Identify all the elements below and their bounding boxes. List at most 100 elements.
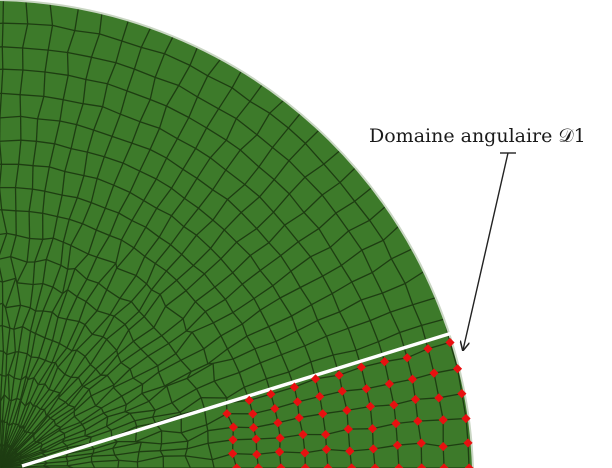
- mesh-node-marker: [429, 368, 439, 378]
- mesh-edge: [331, 281, 353, 295]
- mesh-edge: [16, 432, 32, 449]
- mesh-edge: [130, 301, 140, 312]
- mesh-edge: [90, 33, 101, 58]
- mesh-edge: [181, 253, 194, 266]
- mesh-edge: [161, 430, 182, 434]
- mesh-edge: [0, 141, 3, 165]
- mesh-edge: [54, 347, 68, 363]
- mesh-edge: [335, 200, 356, 214]
- mesh-edge: [6, 328, 11, 355]
- annotation-pointer: [463, 152, 516, 350]
- mesh-edge: [60, 242, 64, 266]
- mesh-edge: [399, 215, 423, 226]
- mesh-edge: [70, 244, 89, 255]
- mesh-edge: [318, 228, 331, 248]
- mesh-edge: [77, 197, 92, 204]
- mesh-edge: [77, 364, 91, 378]
- mesh-edge: [220, 241, 238, 260]
- mesh-edge: [36, 426, 61, 443]
- mesh-edge: [81, 368, 97, 386]
- mesh-edge: [66, 318, 80, 323]
- mesh-edge: [156, 187, 173, 209]
- mesh-edge: [35, 332, 46, 339]
- mesh-edge: [113, 184, 131, 193]
- mesh-edge: [341, 130, 358, 150]
- mesh-edge: [27, 377, 35, 381]
- mesh-edge: [6, 422, 14, 443]
- mesh-edge: [20, 442, 41, 457]
- mesh-edge: [6, 400, 12, 423]
- mesh-edge: [64, 373, 72, 378]
- mesh-edge: [168, 343, 177, 354]
- mesh-edge: [66, 268, 76, 291]
- mesh-edge: [42, 432, 65, 446]
- mesh-edge: [139, 170, 157, 180]
- mesh-edge: [68, 404, 76, 408]
- mesh-edge: [290, 315, 298, 332]
- mesh-edge: [20, 94, 44, 98]
- mesh-edge: [121, 383, 143, 397]
- mesh-edge: [455, 283, 467, 313]
- mesh-edge: [74, 388, 90, 408]
- mesh-edge: [210, 229, 225, 249]
- mesh-edge: [0, 93, 3, 118]
- mesh-edge: [196, 157, 211, 179]
- mesh-edge: [111, 113, 122, 137]
- mesh-edge: [142, 371, 159, 385]
- mesh-edge: [3, 376, 7, 395]
- mesh-edge: [212, 169, 227, 191]
- mesh-edge: [212, 363, 215, 382]
- mesh-edge: [204, 311, 214, 324]
- mesh-edge: [67, 289, 78, 298]
- mesh-edge: [249, 100, 271, 114]
- mesh-edge: [244, 184, 261, 198]
- mesh-edge: [241, 269, 261, 285]
- mesh-edge: [88, 389, 92, 397]
- mesh-edge: [149, 148, 167, 159]
- mesh-edge: [81, 424, 86, 431]
- mesh-edge: [151, 2, 159, 25]
- mesh-edge: [143, 294, 161, 317]
- mesh-edge: [165, 290, 187, 307]
- mesh-edge: [134, 416, 153, 422]
- mesh-edge: [121, 40, 142, 49]
- mesh-edge: [21, 452, 42, 462]
- mesh-edge: [116, 329, 130, 351]
- mesh-edge: [0, 233, 8, 260]
- mesh-edge: [152, 411, 181, 418]
- mesh-edge: [514, 441, 515, 468]
- mesh-edge: [138, 310, 145, 318]
- mesh-edge: [133, 247, 146, 257]
- mesh-edge: [291, 304, 312, 317]
- mesh-edge: [95, 349, 118, 370]
- mesh-edge: [109, 314, 115, 317]
- mesh-edge: [136, 451, 140, 463]
- mesh-edge: [310, 246, 331, 258]
- mesh-edge: [175, 331, 193, 354]
- mesh-edge: [288, 160, 306, 178]
- mesh-edge: [46, 258, 62, 266]
- mesh-edge: [33, 360, 46, 379]
- mesh-edge: [74, 29, 100, 35]
- mesh-edge: [119, 90, 128, 115]
- mesh-edge: [57, 366, 66, 375]
- mesh-edge: [7, 424, 17, 444]
- mesh-edge: [52, 339, 60, 345]
- mesh-edge: [337, 94, 356, 111]
- mesh-edge: [128, 316, 145, 331]
- mesh-edge: [52, 237, 64, 243]
- mesh-edge: [287, 40, 314, 60]
- mesh-edge: [33, 435, 35, 441]
- mesh-edge: [412, 304, 423, 326]
- mesh-edge: [399, 324, 422, 334]
- mesh-edge: [114, 454, 120, 461]
- mesh-edge: [381, 292, 391, 313]
- mesh-edge: [86, 278, 99, 284]
- mesh-edge: [319, 74, 333, 97]
- mesh-edge: [96, 177, 114, 186]
- mesh-edge: [16, 441, 37, 457]
- mesh-edge: [107, 411, 126, 418]
- mesh-edge: [83, 174, 98, 180]
- mesh-edge: [10, 377, 15, 401]
- mesh-edge: [133, 47, 142, 70]
